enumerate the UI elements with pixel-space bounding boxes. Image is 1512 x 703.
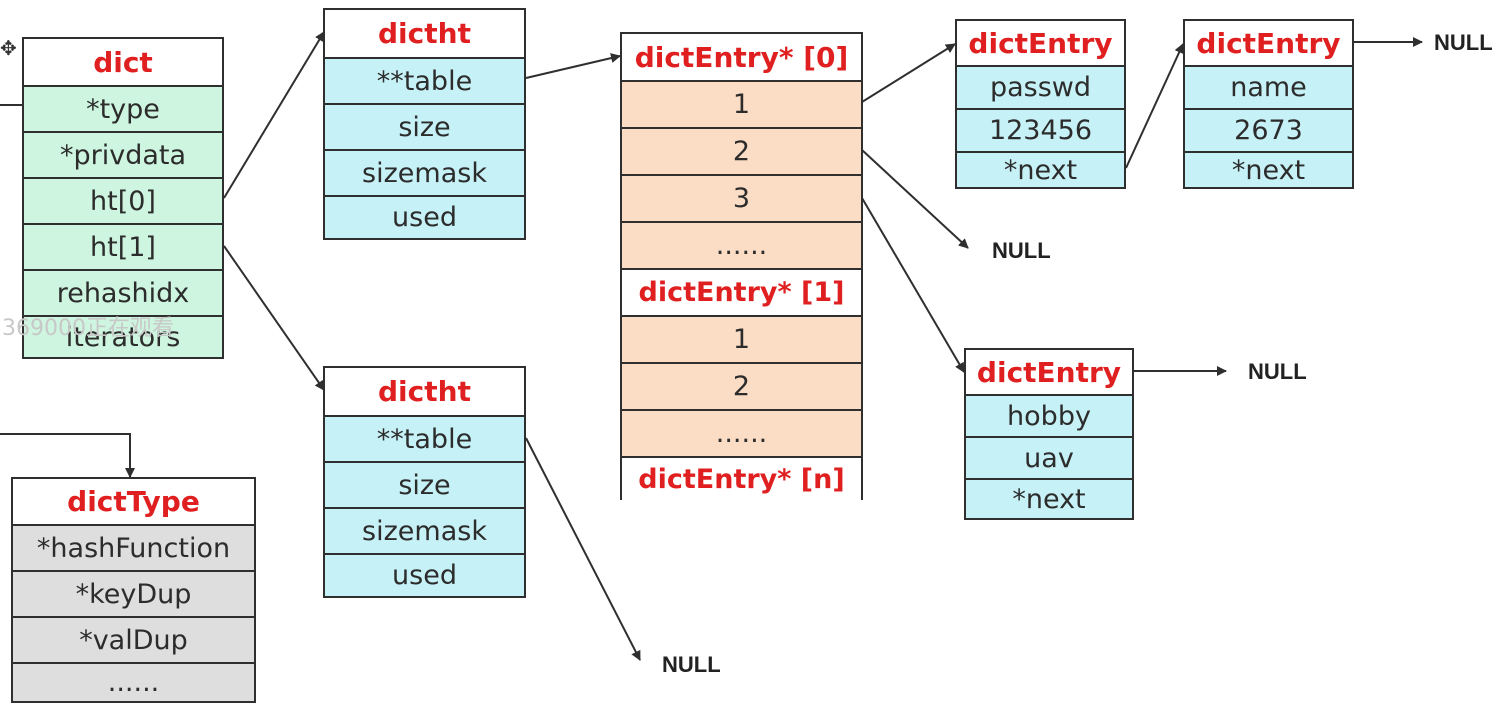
dictentry-passwd-box: dictEntry passwd 123456 *next [955, 19, 1126, 189]
table-array-box: dictEntry* [0] 1 2 3 ...... dictEntry* [… [620, 32, 863, 501]
table-section-1-header: dictEntry* [1] [622, 268, 861, 315]
dicttype-field-hashfunction: *hashFunction [13, 524, 254, 570]
dicttype-field-keydup: *keyDup [13, 570, 254, 616]
move-cursor-icon: ✥ [0, 36, 17, 60]
dicttype-box: dictType *hashFunction *keyDup *valDup .… [11, 477, 256, 703]
arrow-table-array [525, 53, 621, 79]
dictentry-passwd-value: 123456 [957, 108, 1124, 151]
dictentry-name-next: *next [1185, 151, 1352, 187]
dictht-1-field-size: size [325, 461, 524, 507]
null-label-after-hobby: NULL [1248, 359, 1307, 384]
viewer-count-watermark: 369000正在观看 [2, 316, 174, 341]
table-section-1-row-ellipsis: ...... [622, 409, 861, 456]
dictht-1-title: dictht [325, 368, 524, 415]
null-label-dictht1-table: NULL [662, 652, 721, 677]
dictht-1-field-table: **table [325, 415, 524, 461]
dictentry-hobby-next: *next [966, 478, 1132, 518]
null-label-slot2: NULL [992, 238, 1051, 263]
table-section-0-row-ellipsis: ...... [622, 221, 861, 268]
dictht-0-field-size: size [325, 103, 524, 149]
arrow-ht0-dictht0 [223, 31, 325, 199]
dict-field-privdata: *privdata [24, 131, 222, 177]
table-section-0-row-2: 2 [622, 127, 861, 174]
table-section-n-header: dictEntry* [n] [622, 456, 861, 501]
dictht-1-box: dictht **table size sizemask used [323, 366, 526, 598]
dictht-0-field-sizemask: sizemask [325, 149, 524, 195]
dict-field-rehashidx: rehashidx [24, 269, 222, 315]
dictentry-passwd-key: passwd [957, 65, 1124, 108]
arrow-in-dicttype [0, 433, 135, 478]
table-section-1-row-2: 2 [622, 362, 861, 409]
arrow-slot3-hobby [861, 197, 965, 373]
arrow-slot2-null [861, 149, 969, 249]
null-label-after-name: NULL [1434, 30, 1493, 55]
dict-title: dict [24, 39, 222, 85]
arrow-ht1-dictht1 [223, 245, 325, 391]
arrow-slot1-passwd [861, 43, 956, 103]
dictentry-name-key: name [1185, 65, 1352, 108]
table-section-0-row-3: 3 [622, 174, 861, 221]
dictentry-hobby-title: dictEntry [966, 350, 1132, 394]
dict-field-iterators: iterators [24, 315, 222, 357]
dictentry-name-box: dictEntry name 2673 *next [1183, 19, 1354, 189]
dictentry-hobby-key: hobby [966, 394, 1132, 436]
dictht-0-title: dictht [325, 10, 524, 57]
dictentry-hobby-value: uav [966, 436, 1132, 478]
dictht-1-field-used: used [325, 553, 524, 596]
table-section-1-row-1: 1 [622, 315, 861, 362]
dict-field-ht1: ht[1] [24, 223, 222, 269]
arrow-next-name [1125, 43, 1184, 169]
dictht-0-field-used: used [325, 195, 524, 238]
dictentry-name-value: 2673 [1185, 108, 1352, 151]
dicttype-field-valdup: *valDup [13, 616, 254, 662]
table-section-0-header: dictEntry* [0] [622, 34, 861, 80]
dictentry-name-title: dictEntry [1185, 21, 1352, 65]
dict-field-ht0: ht[0] [24, 177, 222, 223]
dictentry-passwd-next: *next [957, 151, 1124, 187]
dict-box: dict *type *privdata ht[0] ht[1] rehashi… [22, 37, 224, 359]
dictentry-passwd-title: dictEntry [957, 21, 1124, 65]
dictentry-hobby-box: dictEntry hobby uav *next [964, 348, 1134, 520]
dictht-1-field-sizemask: sizemask [325, 507, 524, 553]
table-section-0-row-1: 1 [622, 80, 861, 127]
dicttype-title: dictType [13, 479, 254, 524]
dictht-0-box: dictht **table size sizemask used [323, 8, 526, 240]
dictht-0-field-table: **table [325, 57, 524, 103]
dict-field-type: *type [24, 85, 222, 131]
dicttype-field-ellipsis: ...... [13, 662, 254, 701]
